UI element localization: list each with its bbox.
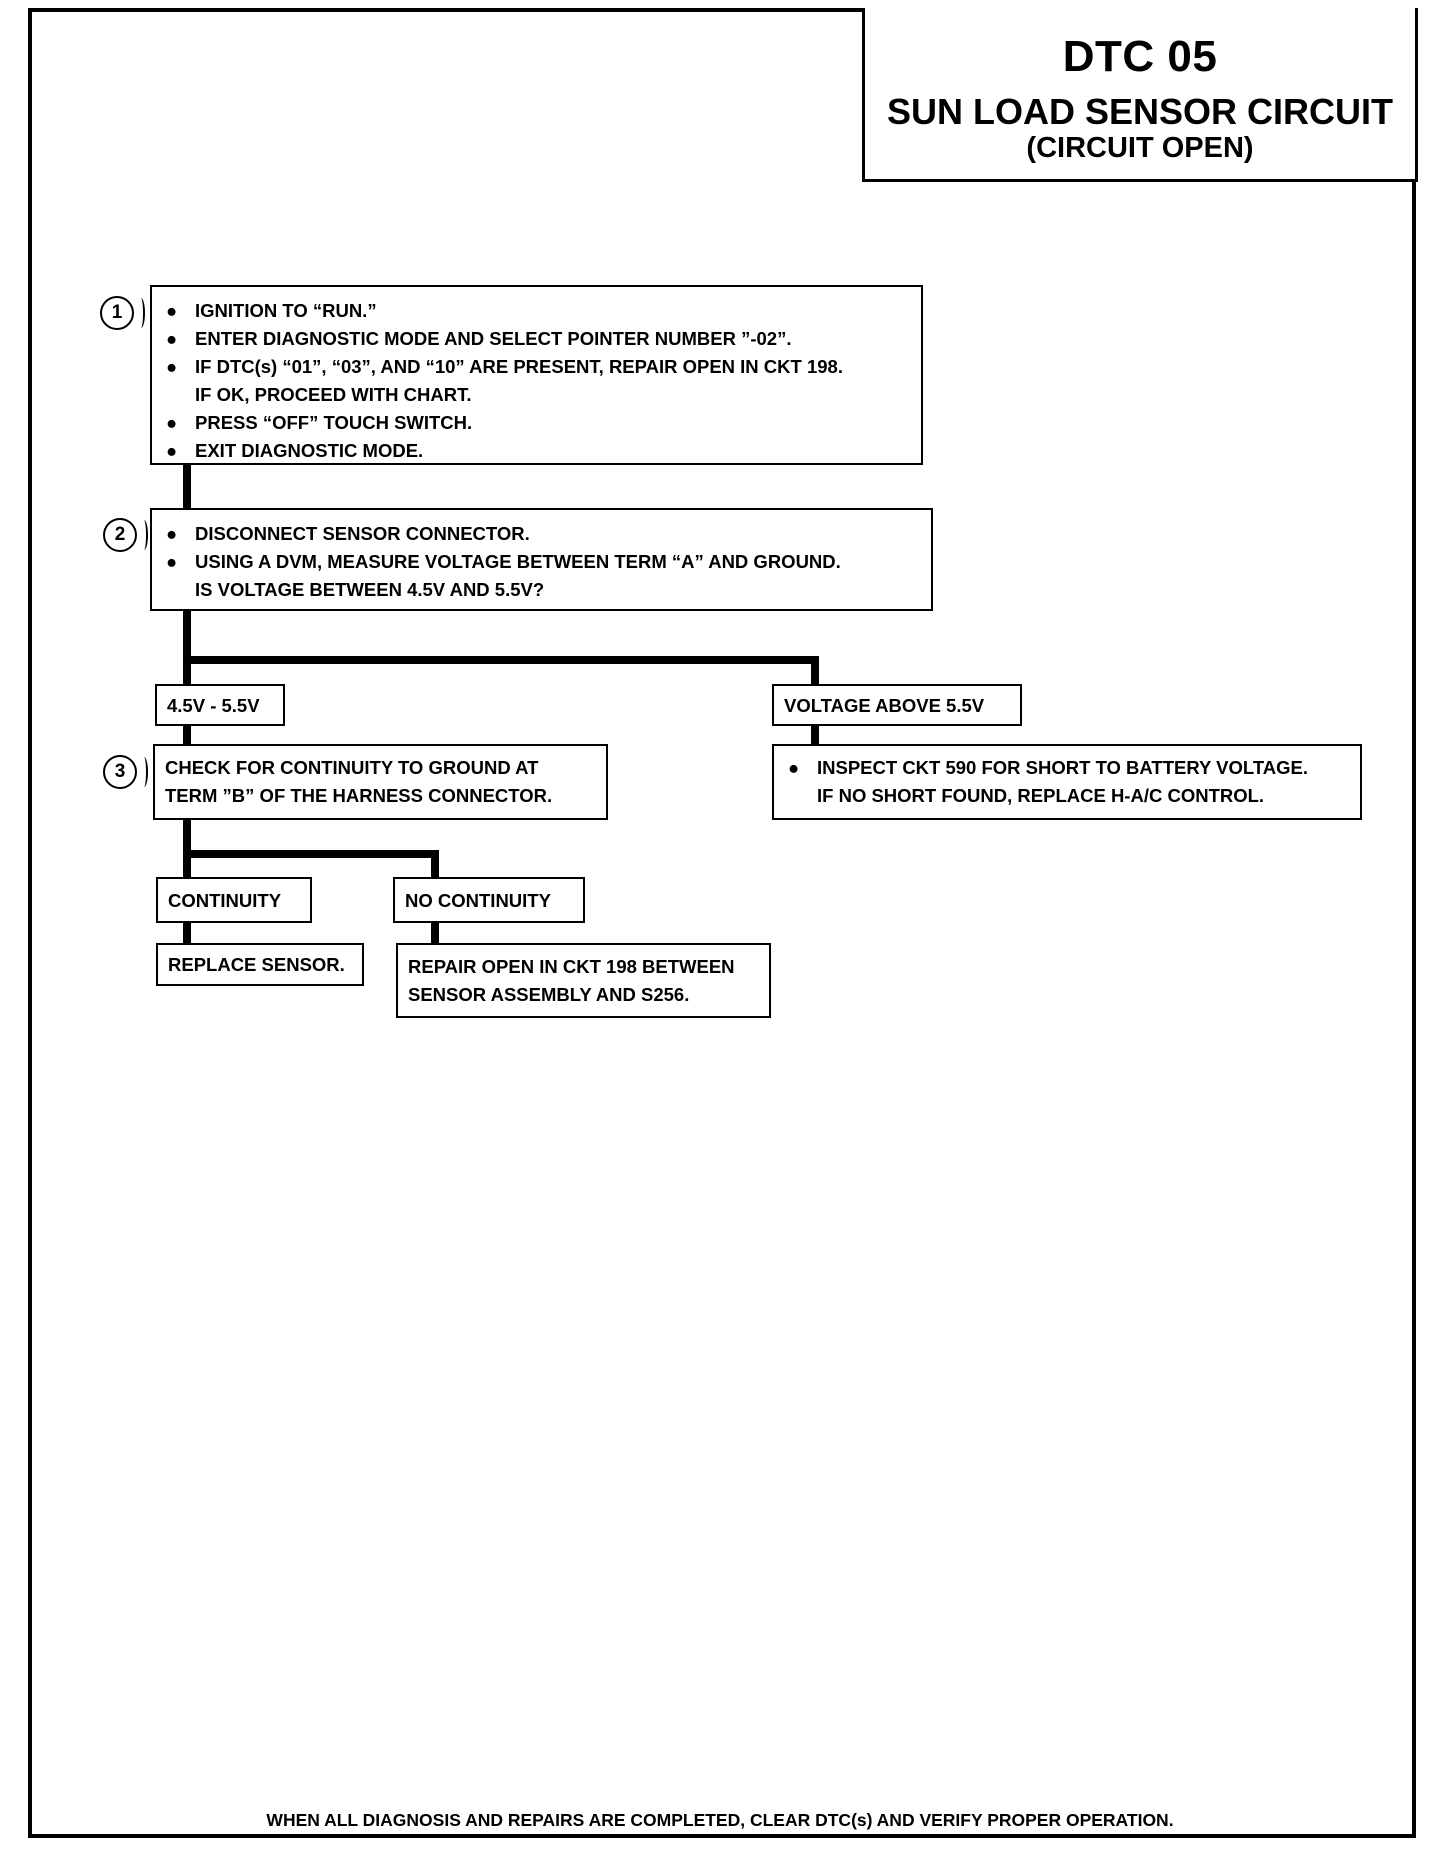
step-1-line-3: ●IF DTC(s) “01”, “03”, AND “10” ARE PRES… [152,353,921,381]
bullet-icon: ● [166,440,178,461]
step-1-line-6: ●EXIT DIAGNOSTIC MODE. [152,437,921,465]
connector-nocontinuity-repair [431,921,439,945]
connector-3-branch [183,818,191,879]
step-3-bracket [140,757,148,787]
step-3-box: CHECK FOR CONTINUITY TO GROUND AT TERM ”… [153,744,608,820]
step-2-line-2: ●USING A DVM, MEASURE VOLTAGE BETWEEN TE… [152,548,931,576]
bullet-icon: ● [788,757,800,778]
step-1-line-2: ●ENTER DIAGNOSTIC MODE AND SELECT POINTE… [152,325,921,353]
right-action-line-2: IF NO SHORT FOUND, REPLACE H-A/C CONTROL… [817,785,1265,806]
connector-continuity-replace [183,921,191,945]
connector-branch2-right [431,850,439,879]
branch-label-in-range: 4.5V - 5.5V [155,684,285,726]
step-2-line-3: IS VOLTAGE BETWEEN 4.5V AND 5.5V? [195,579,545,600]
step-2-bracket [140,520,148,550]
connector-branch-right [811,656,819,684]
step-1-box: ●IGNITION TO “RUN.” ●ENTER DIAGNOSTIC MO… [150,285,923,465]
branch-label-above-range: VOLTAGE ABOVE 5.5V [772,684,1022,726]
step-1-bracket [137,298,145,328]
repair-open-line-1: REPAIR OPEN IN CKT 198 BETWEEN [408,956,735,977]
step-1-line-1: ●IGNITION TO “RUN.” [152,297,921,325]
step-2-box: ●DISCONNECT SENSOR CONNECTOR. ●USING A D… [150,508,933,611]
bullet-icon: ● [166,328,178,349]
step-1-line-4: IF OK, PROCEED WITH CHART. [195,384,472,405]
step-3-marker: 3 [103,755,137,789]
repair-open-box: REPAIR OPEN IN CKT 198 BETWEEN SENSOR AS… [396,943,771,1018]
right-action-box: ●INSPECT CKT 590 FOR SHORT TO BATTERY VO… [772,744,1362,820]
continuity-label: CONTINUITY [156,877,312,923]
connector-1-2 [183,463,191,510]
step-2-marker: 2 [103,518,137,552]
step-3-line-1: CHECK FOR CONTINUITY TO GROUND AT [165,757,539,778]
branch2-horizontal [183,850,439,858]
step-2-line-1: ●DISCONNECT SENSOR CONNECTOR. [152,520,931,548]
replace-sensor-box: REPLACE SENSOR. [156,943,364,986]
footer-note: WHEN ALL DIAGNOSIS AND REPAIRS ARE COMPL… [266,1810,1174,1830]
no-continuity-label: NO CONTINUITY [393,877,585,923]
chart-subtitle: (CIRCUIT OPEN) [1026,132,1254,164]
page-frame [28,8,1416,1838]
bullet-icon: ● [166,412,178,433]
dtc-code: DTC 05 [1062,32,1218,81]
repair-open-line-2: SENSOR ASSEMBLY AND S256. [408,984,690,1005]
chart-title: SUN LOAD SENSOR CIRCUIT [886,91,1394,132]
bullet-icon: ● [166,551,178,572]
connector-2-branch [183,608,191,684]
title-block: DTC 05 SUN LOAD SENSOR CIRCUIT (CIRCUIT … [862,8,1418,182]
bullet-icon: ● [166,523,178,544]
step-3-line-2: TERM ”B” OF THE HARNESS CONNECTOR. [165,785,553,806]
bullet-icon: ● [166,300,178,321]
connector-right-label-action [811,724,819,746]
connector-left-label-3 [183,724,191,746]
bullet-icon: ● [166,356,178,377]
step-1-marker: 1 [100,296,134,330]
right-action-line-1: ●INSPECT CKT 590 FOR SHORT TO BATTERY VO… [774,754,1360,782]
branch-horizontal [183,656,819,664]
step-1-line-5: ●PRESS “OFF” TOUCH SWITCH. [152,409,921,437]
